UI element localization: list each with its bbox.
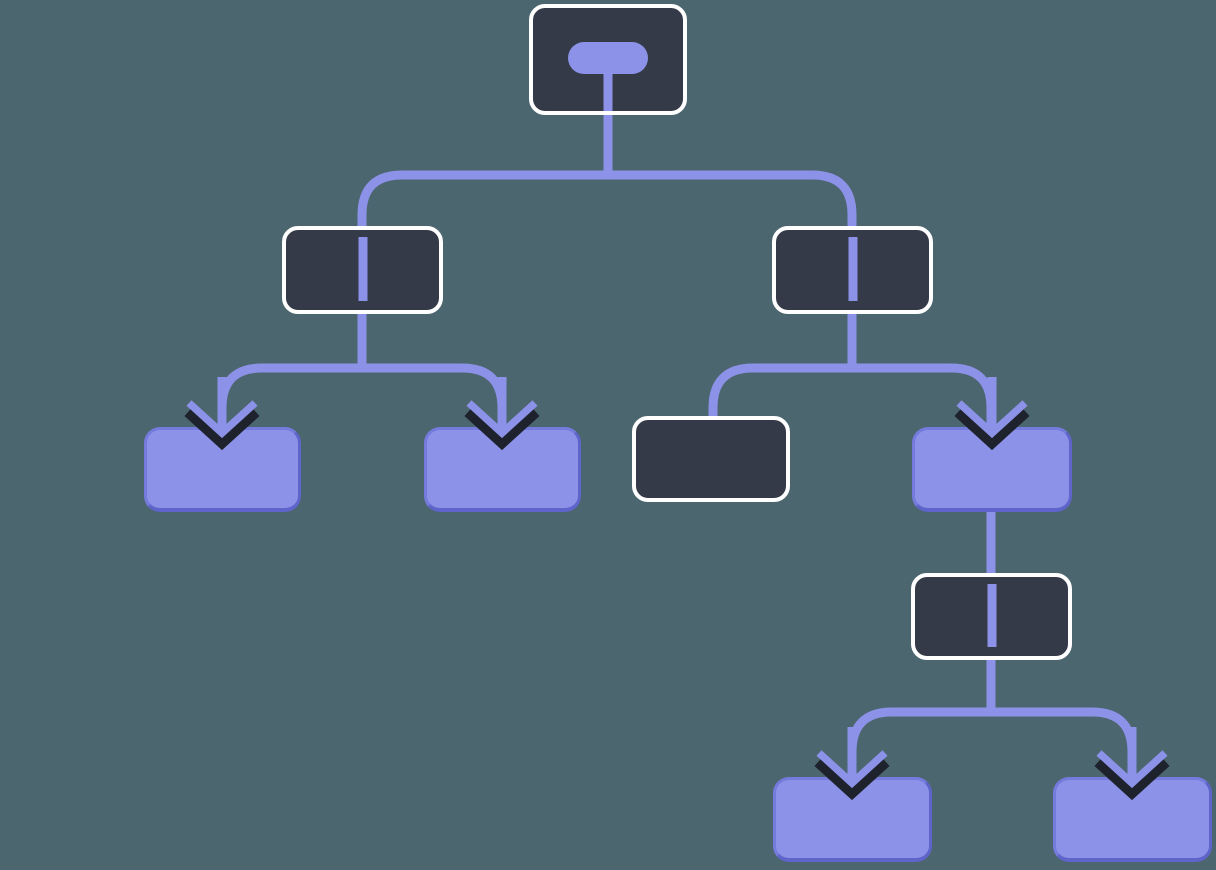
node-branch-right[interactable] — [772, 226, 933, 314]
root-pill-stem — [603, 68, 613, 111]
arrow-down-icon — [1094, 727, 1170, 801]
decision-divider-line — [848, 237, 857, 301]
root-pill-shape — [568, 42, 648, 74]
decision-divider-line — [987, 584, 996, 647]
arrow-down-icon — [464, 377, 540, 451]
arrow-down-icon — [184, 377, 260, 451]
arrow-chevron-dark — [954, 406, 1030, 451]
edge-top-branch — [357, 170, 857, 232]
node-node-right-1[interactable] — [632, 416, 790, 502]
arrow-down-icon — [954, 377, 1030, 451]
decision-divider-line — [358, 237, 367, 301]
arrow-chevron-dark — [1094, 756, 1170, 801]
arrow-chevron-purple — [956, 400, 1028, 439]
node-branch-lower[interactable] — [911, 573, 1072, 660]
arrow-chevron-dark — [184, 406, 260, 451]
arrow-chevron-purple — [186, 400, 258, 439]
arrow-chevron-purple — [816, 750, 888, 789]
arrow-down-icon — [814, 727, 890, 801]
node-root[interactable] — [529, 4, 687, 115]
arrow-chevron-purple — [466, 400, 538, 439]
arrow-chevron-purple — [1096, 750, 1168, 789]
arrow-chevron-dark — [814, 756, 890, 801]
node-branch-left[interactable] — [282, 226, 443, 314]
arrow-chevron-dark — [464, 406, 540, 451]
